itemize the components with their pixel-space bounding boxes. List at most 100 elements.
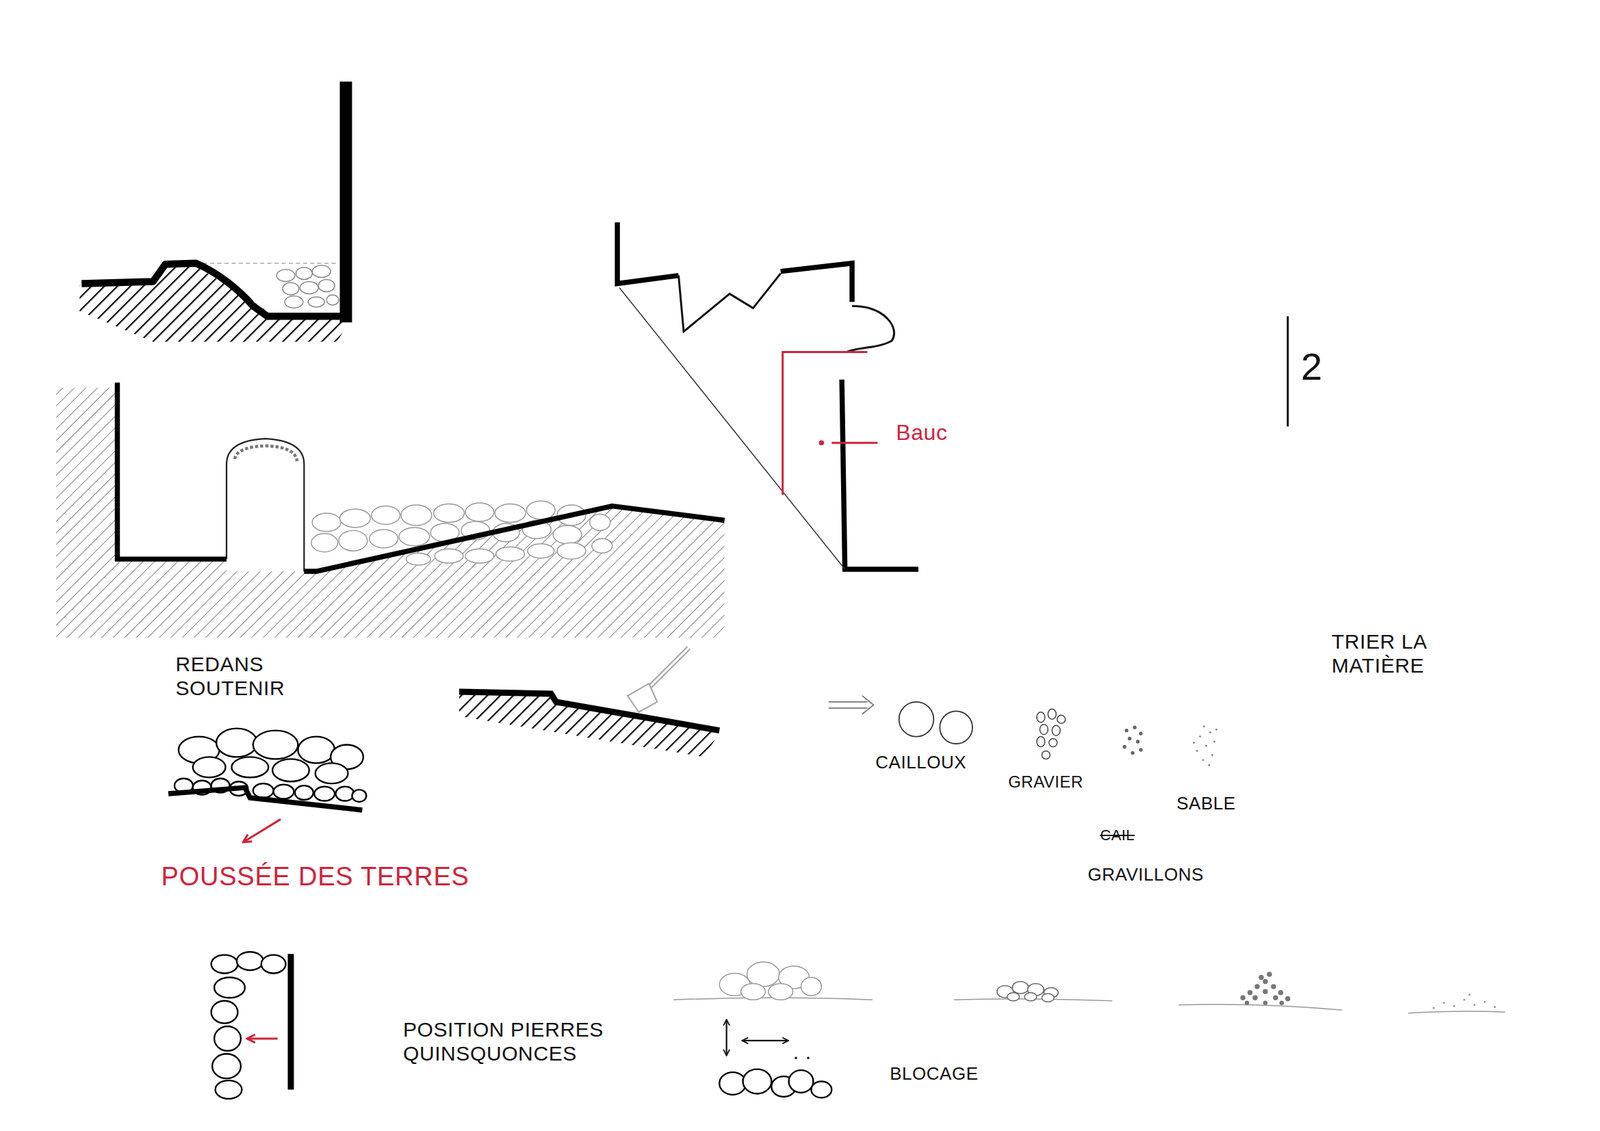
page-number-bar: [1286, 316, 1289, 427]
material-samples: [1192, 741, 1195, 744]
material-heaps: [1285, 996, 1290, 1002]
staggered-stones: [211, 955, 239, 974]
slope-section: [312, 513, 341, 532]
slope-section: [338, 530, 368, 551]
slope-section: [340, 509, 371, 528]
wall-foot-section: [307, 297, 325, 308]
redans-wall: [351, 789, 367, 803]
redans-wall: [314, 786, 335, 802]
redans-wall: [272, 758, 310, 782]
material-samples: [1041, 750, 1050, 759]
section-title: TRIER LA MATIÈRE: [1331, 630, 1486, 678]
material-samples: [1047, 708, 1056, 720]
slope-section: [494, 504, 526, 523]
material-samples: [1036, 708, 1066, 759]
redans-wall: [297, 737, 335, 764]
staggered-stones: [211, 951, 291, 1100]
material-samples: [1202, 758, 1205, 761]
material-heaps: [1279, 1000, 1285, 1006]
material-samples: [1136, 739, 1140, 744]
bench-section: [678, 273, 781, 332]
material-heaps: [1012, 981, 1029, 994]
bench-section: [780, 263, 853, 303]
material-heaps: [1024, 992, 1037, 1002]
section-title: REDANS SOUTENIR: [175, 652, 319, 701]
blocage-stones: [719, 1069, 832, 1099]
material-heaps: [746, 962, 780, 987]
material-heaps: [1272, 995, 1278, 1001]
slope-section: [369, 529, 399, 549]
slope-section: [56, 507, 725, 638]
bench-section: [617, 222, 919, 570]
wall-foot-section: [282, 282, 300, 295]
bench-section: [819, 440, 824, 445]
slope-section: [433, 504, 465, 523]
material-heaps: [1278, 990, 1284, 996]
material-samples: [1207, 764, 1210, 767]
material-samples: [1051, 725, 1061, 736]
material-samples: [1209, 731, 1212, 734]
material-heaps: [1433, 1007, 1436, 1010]
slope-section: [226, 438, 304, 572]
material-heaps: [741, 983, 766, 1000]
material-heaps: [1262, 989, 1268, 995]
material-samples: [1127, 737, 1132, 741]
slope-section: [401, 505, 432, 526]
material-samples: [1049, 739, 1058, 748]
material-heaps: [1442, 1001, 1445, 1004]
material-heaps: [1041, 993, 1054, 1002]
wall-foot-section: [195, 262, 337, 264]
wall-foot-section: [81, 263, 347, 317]
slope-section: [311, 533, 339, 553]
slope-section: [56, 388, 118, 560]
material-heaps: [1240, 971, 1290, 1006]
material-label: GRAVILLONS: [1087, 865, 1204, 886]
section-title: POSITION PIERRES QUINSQUONCES: [403, 1018, 640, 1066]
slope-section: [552, 525, 582, 545]
material-heaps: [1254, 984, 1260, 989]
material-heaps: [1463, 999, 1466, 1002]
blocage-stones: [743, 1040, 789, 1042]
dug-ground: [627, 683, 657, 713]
wall-foot-section: [318, 279, 335, 293]
material-heaps: [997, 981, 1058, 1002]
staggered-stones: [247, 1037, 278, 1040]
redans-wall: [192, 756, 226, 778]
material-label: CAILLOUX: [875, 752, 967, 774]
bench-section: [619, 287, 846, 570]
material-samples: [939, 711, 973, 744]
material-samples: [1138, 747, 1143, 752]
material-heaps: [1258, 975, 1264, 980]
redans-wall: [336, 786, 355, 802]
blocage-stones: [719, 1020, 832, 1098]
redans-wall: [216, 728, 258, 758]
annotation-label: POUSSÉE DES TERRES: [161, 862, 470, 893]
material-samples: [1123, 725, 1143, 755]
bench-section: [841, 379, 919, 570]
bench-section: [831, 442, 878, 445]
material-heaps: [1263, 1000, 1269, 1006]
redans-wall: [231, 756, 269, 778]
material-heaps: [1493, 1005, 1496, 1009]
blocage-stones: [794, 1056, 798, 1060]
material-samples: [1215, 728, 1218, 731]
slope-section: [303, 506, 725, 572]
staggered-stones: [287, 953, 294, 1090]
material-heaps: [1252, 995, 1258, 1001]
redans-wall: [273, 784, 295, 800]
bench-section: [617, 222, 679, 284]
material-heaps: [1240, 995, 1245, 1001]
material-samples: [1213, 741, 1216, 744]
redans-wall: [253, 730, 299, 760]
material-samples: [1138, 731, 1143, 735]
material-samples: [1192, 725, 1218, 767]
wall-foot-section: [295, 267, 313, 280]
slope-section: [398, 527, 430, 547]
material-label: SABLE: [1176, 793, 1236, 815]
material-samples: [1211, 754, 1214, 757]
material-heaps: [1408, 1011, 1506, 1014]
wall-foot-section: [276, 269, 295, 282]
material-heaps: [768, 983, 794, 1000]
